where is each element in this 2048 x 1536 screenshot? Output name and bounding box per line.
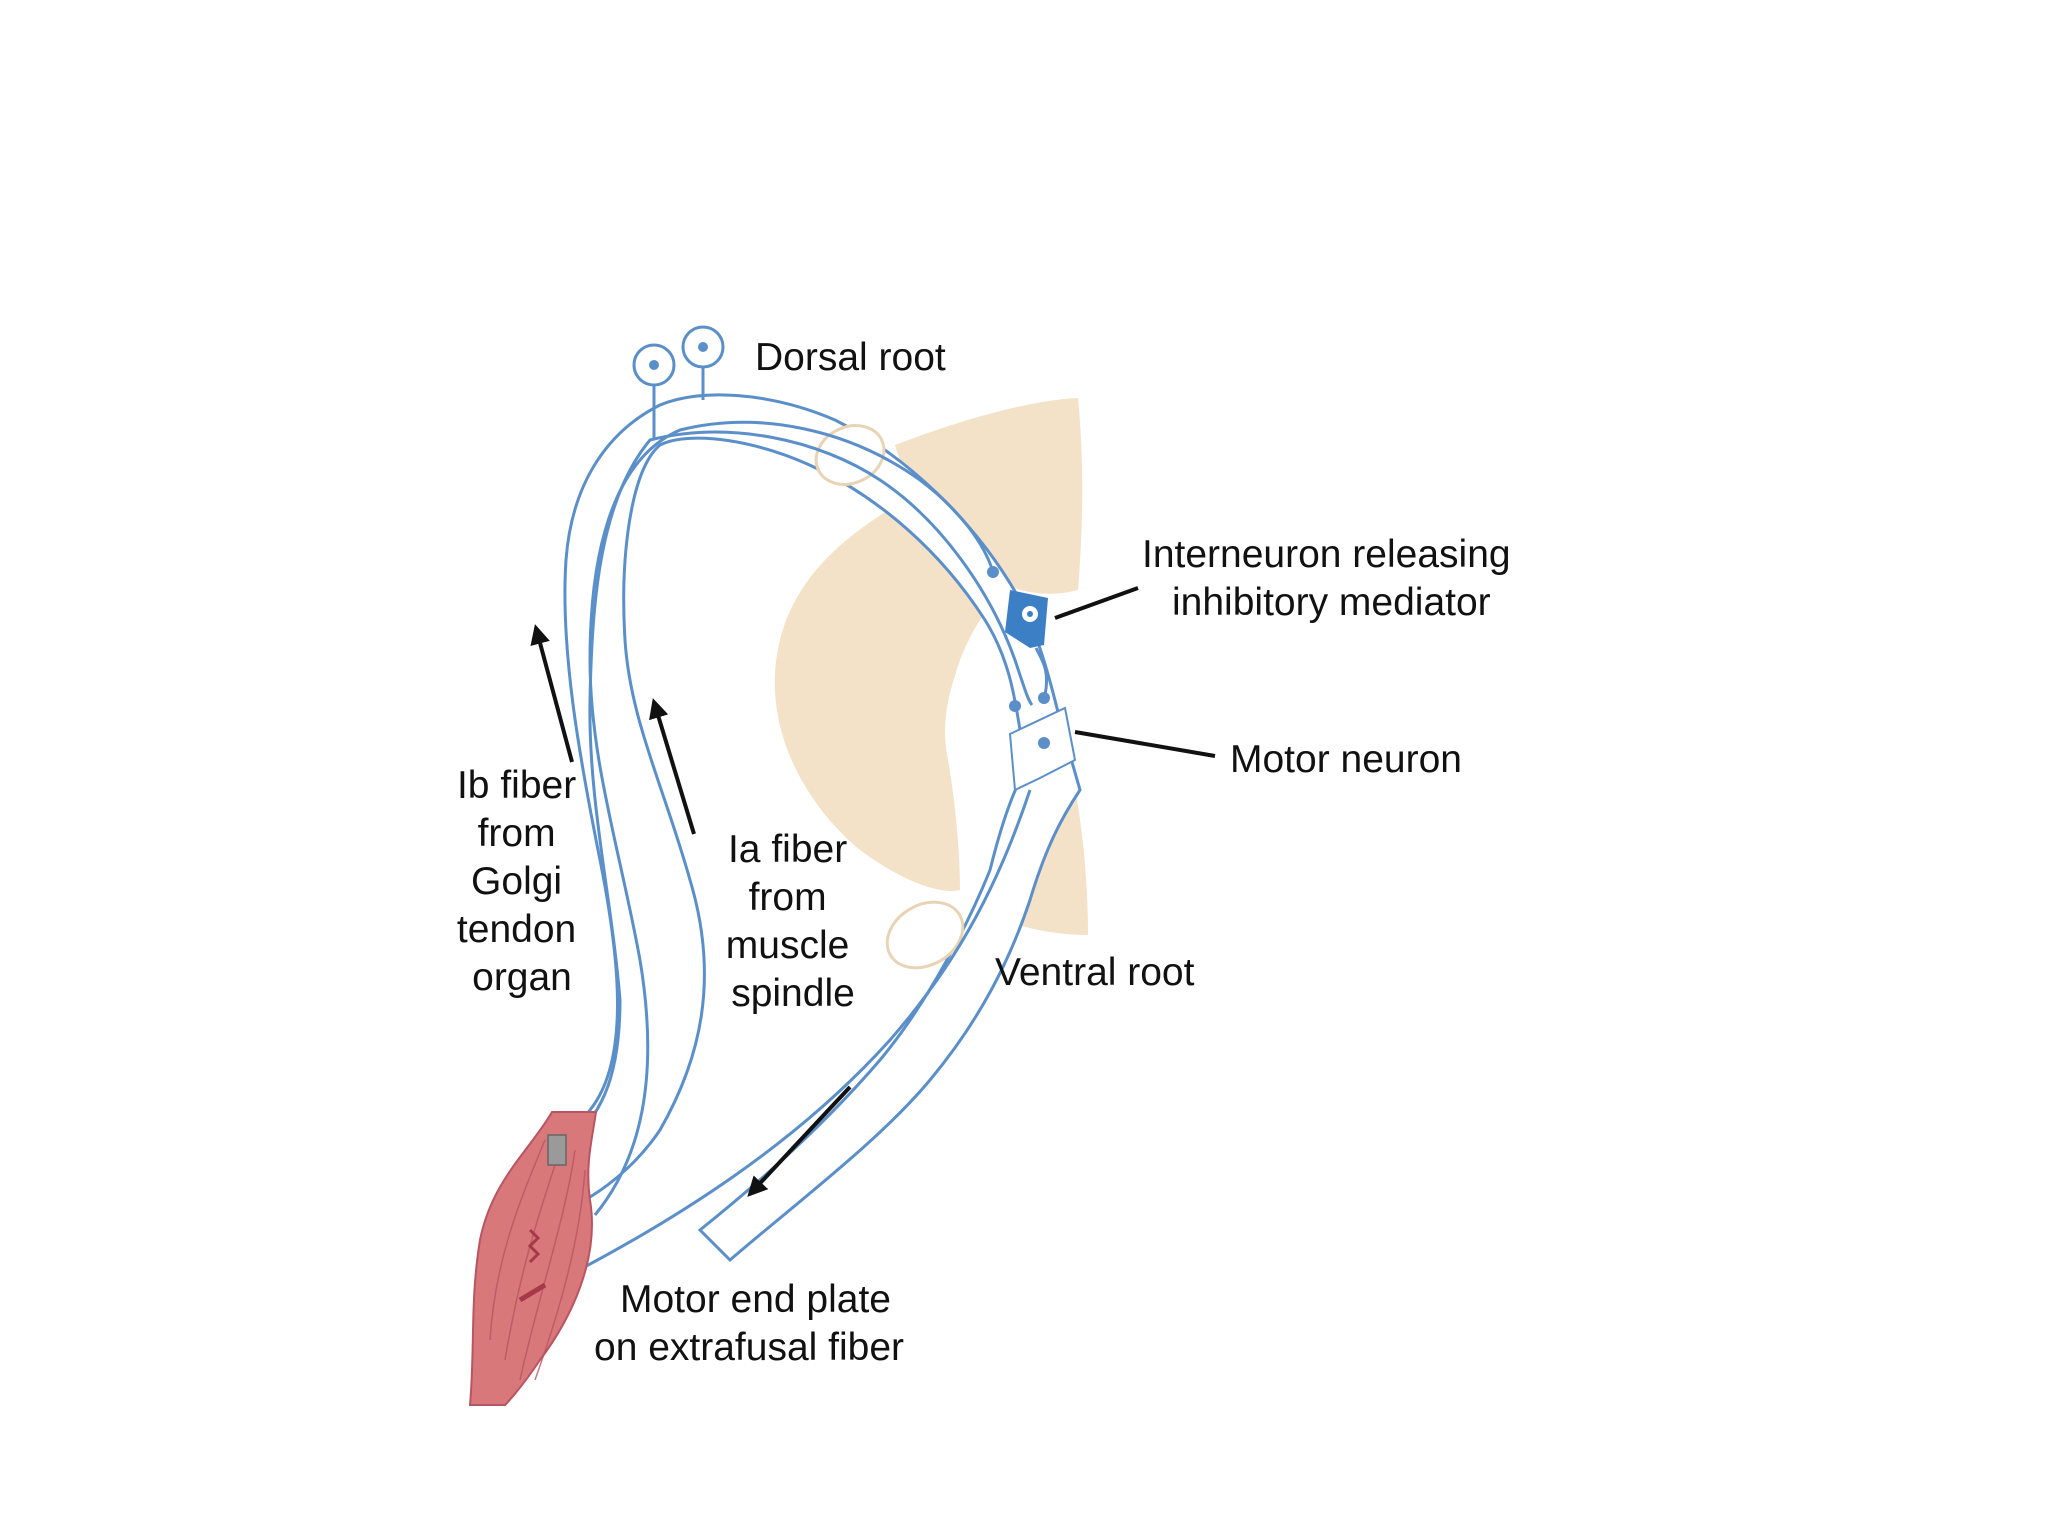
motor-neuron-cell-body — [1008, 706, 1077, 792]
ib-fiber — [559, 430, 1034, 1152]
efferent-direction-arrow — [747, 1085, 852, 1197]
ia-fiber-label-line: muscle — [726, 924, 850, 967]
motor-neuron-label: Motor neuron — [1230, 738, 1462, 781]
ia-direction-arrow — [649, 698, 696, 835]
spinal-cord-body — [774, 485, 1020, 891]
motor-end-plate-mark — [518, 1282, 547, 1303]
nerve-trunk — [543, 393, 1082, 1263]
ib-direction-arrow — [530, 624, 574, 763]
golgi-tendon-organ — [547, 1134, 567, 1166]
labels: Dorsal root Interneuron releasing inhibi… — [457, 336, 1511, 1369]
ib-fiber-label-line: Ib fiber — [457, 764, 576, 807]
dorsal-root-ganglion — [632, 325, 725, 438]
nerve-trunk-body — [543, 393, 1082, 1263]
ib-fiber-label-line: tendon — [457, 908, 576, 951]
ia-fiber-label: Ia fiber from muscle spindle — [726, 828, 860, 1015]
ventral-root-label: Ventral root — [995, 951, 1195, 994]
motor-end-plate-label-line2: on extrafusal fiber — [594, 1326, 904, 1369]
dorsal-root-label: Dorsal root — [755, 336, 946, 379]
ia-fiber-label-line: spindle — [731, 972, 855, 1015]
ia-fiber-label-line: from — [749, 876, 827, 919]
spinal-cord-dorsal-horn — [895, 398, 1083, 594]
direction-arrows — [530, 624, 852, 1197]
ia-fiber — [588, 420, 995, 1216]
motor-neuron-leader-line — [1074, 730, 1216, 758]
leader-lines — [1054, 586, 1216, 758]
spinal-cord — [774, 398, 1088, 935]
dorsal-root-cylinder-end — [814, 424, 886, 486]
interneuron-label-line2: inhibitory mediator — [1172, 581, 1491, 624]
interneuron-label-line1: Interneuron releasing — [1142, 533, 1511, 576]
ib-fiber-label: Ib fiber from Golgi tendon organ — [457, 764, 587, 999]
interneuron — [1005, 590, 1050, 712]
muscle — [468, 1111, 598, 1406]
efferent-motor-fiber — [539, 789, 1032, 1292]
ia-fiber-label-line: Ia fiber — [728, 828, 847, 871]
interneuron-leader-line — [1054, 586, 1139, 620]
motor-neuron — [1008, 706, 1077, 792]
ib-fiber-label-line: Golgi — [471, 860, 562, 903]
muscle-spindle-ending — [527, 1228, 541, 1264]
ib-fiber-label-line: from — [478, 812, 556, 855]
afferent-fibers — [559, 420, 1034, 1216]
ib-fiber-label-line: organ — [472, 956, 572, 999]
motor-end-plate-label-line1: Motor end plate — [620, 1278, 891, 1321]
ventral-root-cylinder-end — [885, 900, 965, 970]
